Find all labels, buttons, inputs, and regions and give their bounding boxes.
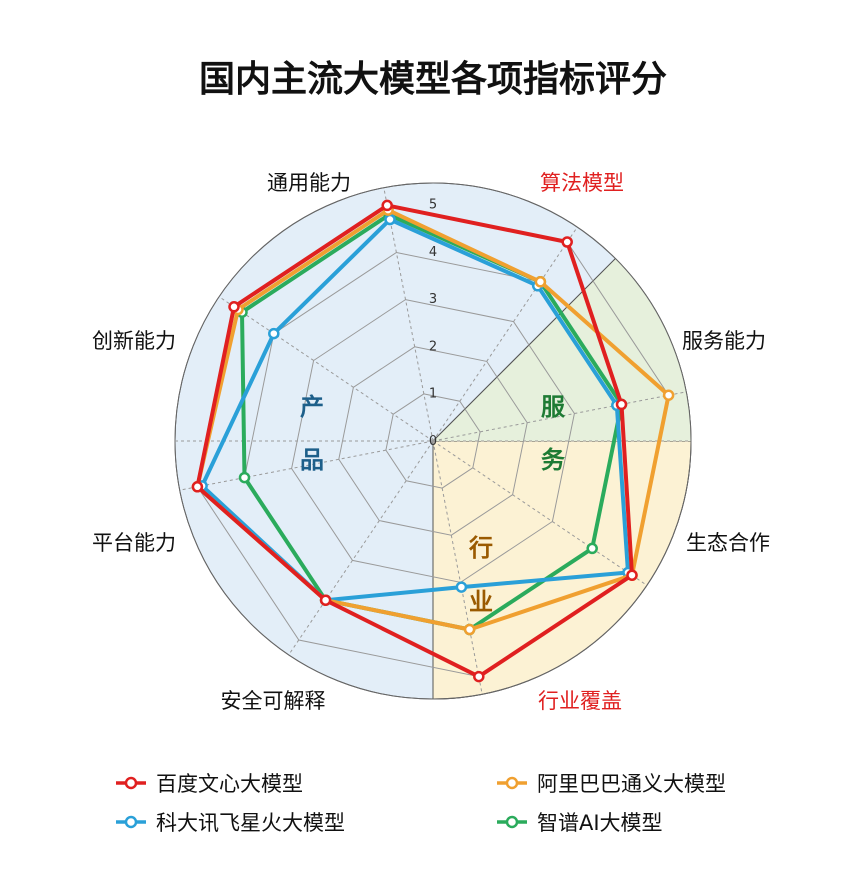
series-point (228, 301, 240, 313)
series-point (626, 569, 638, 581)
legend-label: 智谱AI大模型 (537, 811, 663, 835)
axis-label: 生态合作 (686, 531, 770, 555)
grid-spoke (432, 391, 687, 442)
sector-label-char: 务 (541, 446, 566, 474)
legend-swatch-marker (505, 815, 519, 829)
tick-label: 2 (429, 339, 437, 354)
legend-label: 科大讯飞星火大模型 (156, 811, 345, 835)
series-point (384, 213, 396, 226)
axis-label: 服务能力 (682, 329, 766, 353)
grid-spoke (383, 187, 434, 442)
sector-label-char: 业 (469, 588, 493, 616)
sector-service-wedge (433, 258, 691, 441)
series-point (586, 542, 598, 555)
series-point (238, 471, 251, 484)
axis-label: 算法模型 (540, 171, 624, 195)
data-series (191, 199, 675, 683)
grid-spoke (179, 440, 434, 491)
legend-swatch-marker (124, 815, 138, 829)
legend-label: 百度文心大模型 (156, 772, 303, 796)
grid-spoke (432, 440, 648, 586)
legend-swatch-marker (505, 776, 519, 790)
sector-label-char: 行 (468, 534, 493, 562)
series-point (455, 581, 468, 593)
axis-label: 创新能力 (92, 329, 176, 353)
grid-spoke (288, 440, 434, 656)
axis-label: 行业覆盖 (538, 689, 622, 713)
series-point (319, 594, 332, 606)
sector-label-char: 产 (300, 393, 324, 421)
series-point (534, 276, 547, 288)
tick-label: 4 (429, 245, 437, 260)
series-point (463, 623, 476, 636)
grid-spoke (432, 440, 483, 695)
series-point (615, 398, 628, 411)
tick-label: 3 (429, 292, 437, 307)
axis-label: 通用能力 (267, 171, 351, 195)
tick-label: 0 (429, 434, 437, 449)
series-point (561, 236, 573, 248)
legend-label: 阿里巴巴通义大模型 (537, 772, 726, 796)
sector-label-char: 品 (300, 446, 324, 474)
sector-divider (432, 258, 616, 442)
series-point (268, 327, 280, 340)
series-point (381, 199, 393, 212)
tick-label: 1 (429, 387, 437, 402)
grid-spoke (432, 226, 578, 442)
series-point (662, 389, 675, 401)
radial-tick-labels: 0 1 2 3 4 5 (429, 198, 437, 449)
legend-swatch-marker (124, 776, 138, 790)
series-point (191, 481, 204, 493)
tick-label: 5 (429, 198, 437, 213)
axis-label: 平台能力 (92, 531, 176, 555)
grid-spoke (218, 296, 434, 442)
chart-title: 国内主流大模型各项指标评分 (199, 59, 667, 100)
grid-ring (338, 346, 528, 536)
series-point (473, 670, 485, 683)
sector-label-char: 服 (541, 393, 566, 421)
grid-ring (385, 393, 481, 489)
axis-label: 安全可解释 (221, 689, 326, 713)
